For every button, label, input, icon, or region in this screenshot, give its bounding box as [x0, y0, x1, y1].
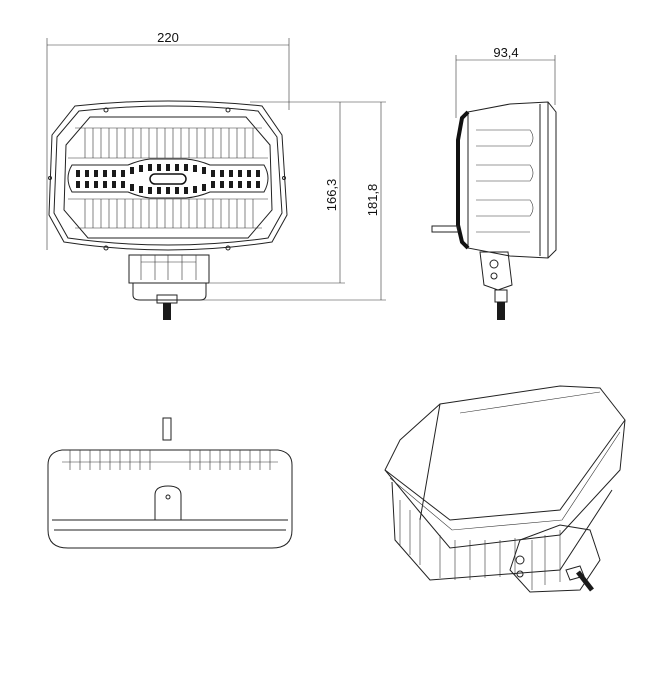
led-array — [76, 164, 260, 194]
dimension-total-height-label: 181,8 — [365, 184, 380, 217]
dimension-depth-label: 93,4 — [493, 45, 518, 60]
front-view: 220 166,3 181,8 — [46, 30, 386, 320]
dimension-width-label: 220 — [157, 30, 179, 45]
side-view: 93,4 — [431, 45, 557, 320]
dimension-total-height: 181,8 — [200, 102, 386, 301]
dimension-lens-height-label: 166,3 — [324, 179, 339, 212]
dimension-width: 220 — [46, 30, 290, 250]
dimension-depth: 93,4 — [455, 45, 556, 118]
top-view — [47, 417, 293, 549]
isometric-view — [384, 385, 626, 593]
dimension-lens-height: 166,3 — [210, 101, 386, 284]
